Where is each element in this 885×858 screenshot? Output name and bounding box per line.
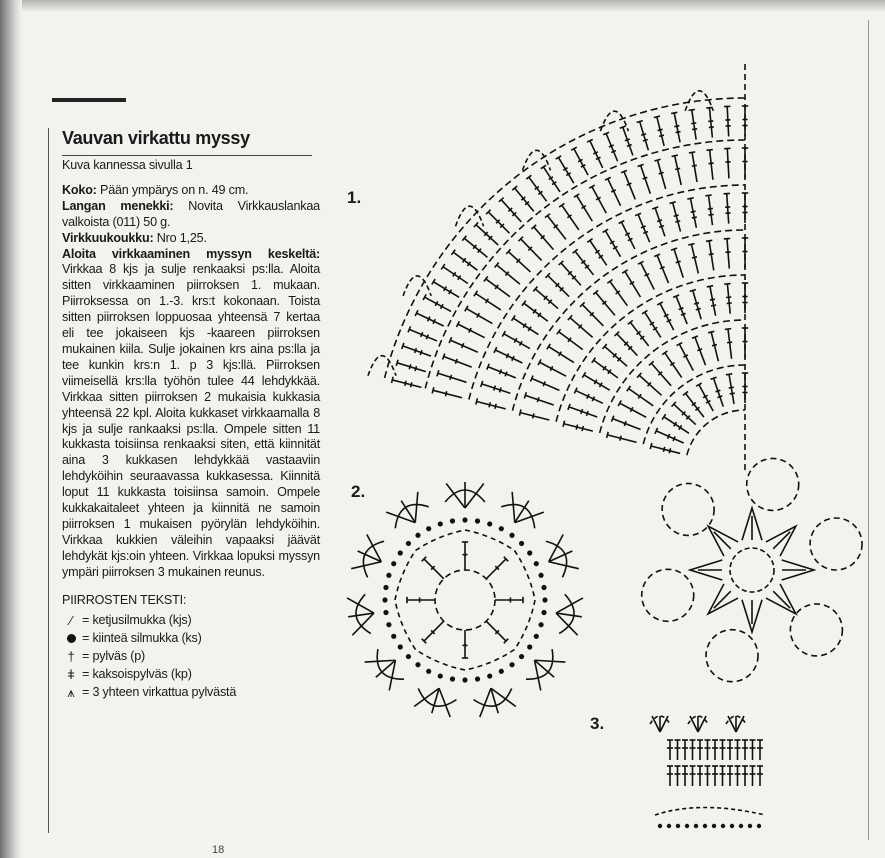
column-divider bbox=[48, 128, 49, 833]
article-subtitle: Kuva kannessa sivulla 1 bbox=[62, 158, 193, 172]
hook-info: Virkkuukoukku: Nro 1,25. bbox=[62, 231, 320, 247]
instructions-paragraph: Aloita virkkaaminen myssyn keskeltä: Vir… bbox=[62, 247, 320, 581]
legend-item-cluster: ⩚ = 3 yhteen virkattua pylvästä bbox=[62, 683, 320, 701]
yarn-label: Langan menekki: bbox=[62, 198, 174, 213]
chain-stitch-icon: ⁄ bbox=[70, 612, 72, 628]
treble-crochet-icon: ǂ bbox=[67, 666, 75, 682]
legend-item-treble: ǂ = kaksoispylväs (kp) bbox=[62, 665, 320, 683]
slip-stitch-icon bbox=[62, 633, 80, 643]
diagram-1-flower bbox=[640, 457, 863, 683]
legend-text: = ketjusilmukka (kjs) bbox=[82, 612, 192, 627]
size-info: Koko: Pään ympärys on n. 49 cm. bbox=[62, 183, 320, 199]
page-number: 18 bbox=[212, 844, 225, 856]
title-underline bbox=[62, 155, 312, 156]
diagram-3-label: 3. bbox=[590, 714, 605, 733]
page-gutter-line bbox=[868, 20, 869, 840]
legend-text: = 3 yhteen virkattua pylvästä bbox=[82, 684, 237, 699]
size-label: Koko: bbox=[62, 182, 97, 197]
size-text: Pään ympärys on n. 49 cm. bbox=[100, 182, 249, 197]
legend-title: PIIRROSTEN TEKSTI: bbox=[62, 592, 187, 607]
legend-text: = kiinteä silmukka (ks) bbox=[82, 630, 202, 645]
hook-text: Nro 1,25. bbox=[156, 230, 207, 245]
double-crochet-icon: † bbox=[67, 648, 75, 664]
yarn-text: Novita Virkkauslankaa valkoista (011) 50… bbox=[62, 198, 320, 229]
legend-item-double: † = pylväs (p) bbox=[62, 647, 320, 665]
scan-shadow bbox=[0, 0, 885, 12]
instructions-text: Virkkaa 8 kjs ja sulje renkaaksi ps:lla.… bbox=[62, 262, 320, 579]
header-rule bbox=[52, 98, 126, 102]
diagram-1-fan bbox=[367, 60, 749, 470]
start-label: Aloita virkkaaminen myssyn keskeltä: bbox=[62, 246, 320, 261]
legend-item-slip: = kiinteä silmukka (ks) bbox=[62, 629, 320, 647]
yarn-info: Langan menekki: Novita Virkkauslankaa va… bbox=[62, 199, 320, 231]
article-title: Vauvan virkattu myssy bbox=[62, 128, 250, 148]
diagram-1-label: 1. bbox=[347, 188, 362, 207]
legend-item-chain: ⁄ = ketjusilmukka (kjs) bbox=[62, 611, 320, 629]
legend-text: = pylväs (p) bbox=[82, 648, 146, 663]
diagram-3-edging bbox=[649, 715, 766, 829]
hook-label: Virkkuukoukku: bbox=[62, 230, 154, 245]
legend-text: = kaksoispylväs (kp) bbox=[82, 666, 192, 681]
diagram-2-label: 2. bbox=[351, 482, 366, 501]
torn-paper-edge bbox=[0, 0, 22, 858]
diagram-2-flower bbox=[346, 482, 584, 718]
pattern-text-column: Vauvan virkattu myssy Kuva kannessa sivu… bbox=[62, 126, 320, 701]
cluster-icon: ⩚ bbox=[67, 684, 75, 700]
